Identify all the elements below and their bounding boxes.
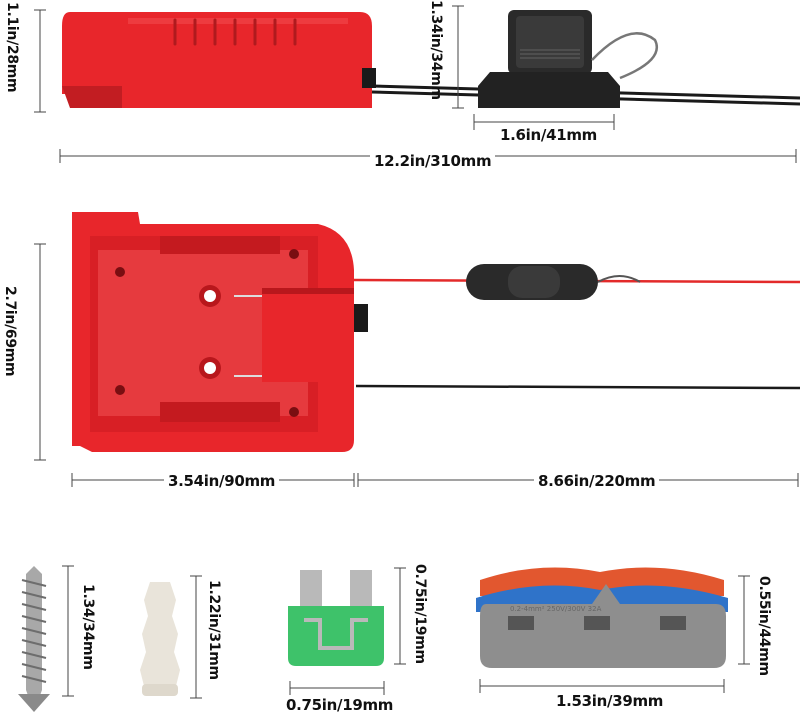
fuse-holder-side-view xyxy=(478,10,658,108)
fuse-height-label: 0.75in/19mm xyxy=(412,564,428,664)
lever-connector-icon: 0.2-4mm² 250V/300V 32A xyxy=(476,567,728,668)
fuse-height-dimension xyxy=(394,567,406,665)
fuse-holder-width-dimension xyxy=(473,114,615,130)
screw-icon xyxy=(18,566,50,712)
adapter-top-view xyxy=(72,212,368,452)
connector-print: 0.2-4mm² 250V/300V 32A xyxy=(510,605,602,613)
switch-icon xyxy=(354,304,368,332)
wall-anchor-icon xyxy=(140,582,180,696)
connector-height-dimension xyxy=(738,575,750,665)
anchor-length-dimension xyxy=(190,575,202,699)
adapter-width-label: 3.54in/90mm xyxy=(164,472,280,490)
adapter-side-view xyxy=(62,12,376,108)
connector-width-dimension xyxy=(479,679,725,693)
connector-width-label: 1.53in/39mm xyxy=(556,692,664,710)
blade-fuse-icon xyxy=(288,570,384,666)
housing-height-dimension xyxy=(34,9,46,113)
switch-icon xyxy=(362,68,376,88)
fuse-holder-height-label: 1.34in/34mm xyxy=(428,0,444,100)
fuse-holder-width-label: 1.6in/41mm xyxy=(500,126,598,144)
fuse-holder-height-dimension xyxy=(452,5,464,109)
fuse-width-label: 0.75in/19mm xyxy=(286,696,394,714)
connector-height-label: 0.55in/44mm xyxy=(756,576,772,676)
cable-length-label: 8.66in/220mm xyxy=(534,472,660,490)
screw-length-label: 1.34/34mm xyxy=(80,584,96,670)
housing-height-label: 1.1in/28mm xyxy=(4,2,20,93)
middle-wires xyxy=(353,264,800,390)
fuse-width-dimension xyxy=(289,681,385,695)
adapter-height-dimension xyxy=(34,243,46,461)
screw-length-dimension xyxy=(62,565,74,697)
overall-length-label: 12.2in/310mm xyxy=(370,152,496,170)
anchor-length-label: 1.22in/31mm xyxy=(206,580,222,680)
adapter-height-label: 2.7in/69mm xyxy=(2,286,18,377)
